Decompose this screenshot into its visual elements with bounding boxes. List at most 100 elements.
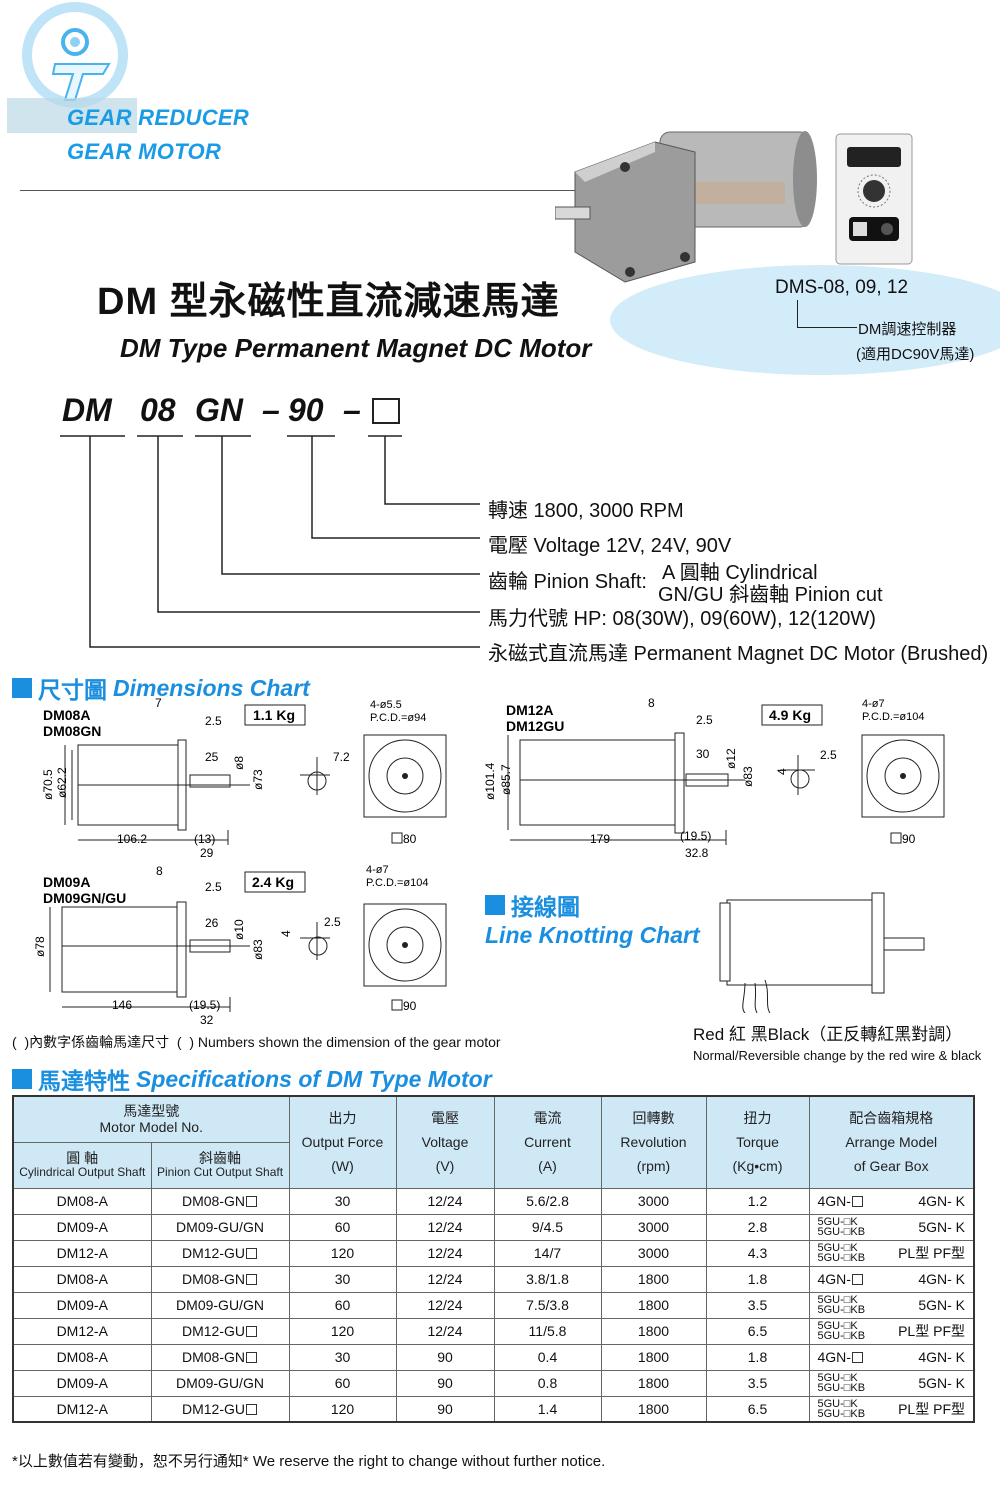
table-cell: 30 — [288, 1343, 397, 1371]
table-cell: 3.5 — [705, 1369, 810, 1397]
dm08-model-gn: DM08GN — [43, 723, 101, 739]
code-speed-box — [372, 398, 400, 424]
dm08-dim-body: ø70.5 — [41, 769, 55, 800]
table-cell: 6.5 — [705, 1317, 810, 1345]
blank-box-icon — [246, 1247, 257, 1259]
specs-heading-zh: 馬達特性 — [38, 1068, 130, 1094]
table-cell: DM09-A — [12, 1291, 152, 1319]
dm12-holes: 4-ø7 — [862, 698, 885, 710]
dm08-dimension-drawing: DM08A DM08GN 1.1 Kg 7 2.5 25 ø8 ø73 ø70.… — [41, 696, 447, 860]
dm09-pcd: P.C.D.=ø104 — [366, 877, 428, 889]
dm09-dim-key-4: 4 — [279, 930, 293, 937]
dm12-dim-shaft-dia: ø12 — [724, 748, 738, 769]
dm08-dim-inner: ø62.2 — [55, 767, 69, 798]
dm12-dim-square: 90 — [902, 832, 916, 846]
section-marker-icon — [12, 1069, 32, 1089]
table-cell: DM08-GN — [150, 1343, 290, 1371]
dm08-dim-length: 106.2 — [117, 832, 147, 846]
dm08-dim-shaft-dia: ø8 — [232, 756, 246, 770]
table-cell: 1800 — [600, 1395, 707, 1423]
table-cell: 1800 — [600, 1343, 707, 1371]
dm12-model-gu: DM12GU — [506, 718, 564, 734]
table-cell: DM09-A — [12, 1369, 152, 1397]
legend-motor-type: 永磁式直流馬達 Permanent Magnet DC Motor (Brush… — [488, 643, 989, 665]
highlight-ellipse — [610, 265, 1000, 375]
dm08-dim-flange: 7 — [155, 696, 162, 710]
table-cell: 7.5/3.8 — [493, 1291, 602, 1319]
table-cell: 3.8/1.8 — [493, 1265, 602, 1293]
dm08-dim-shaft-len: 25 — [205, 750, 219, 764]
wiring-heading-en: Line Knotting Chart — [485, 922, 700, 949]
table-cell: DM09-GU/GN — [150, 1213, 290, 1241]
dm08-dim-2-5: 2.5 — [205, 714, 222, 728]
table-cell: DM12-A — [12, 1239, 152, 1267]
table-cell: 1800 — [600, 1265, 707, 1293]
dm08-model-a: DM08A — [43, 707, 90, 723]
table-cell: 3000 — [600, 1239, 707, 1267]
table-cell: DM08-A — [12, 1265, 152, 1293]
code-tree-lines — [60, 435, 480, 648]
table-cell: 3000 — [600, 1213, 707, 1241]
dm08-holes: 4-ø5.5 — [370, 699, 402, 711]
controller-note: (適用DC90V馬達) — [856, 346, 975, 363]
dm08-weight: 1.1 Kg — [253, 707, 295, 723]
dm08-dim-key: 7.2 — [333, 750, 350, 764]
blank-box-icon — [246, 1351, 257, 1363]
table-cell: 120 — [288, 1395, 397, 1423]
wiring-colors: Red 紅 黑Black（正反轉紅黑對調） — [693, 1025, 963, 1044]
table-cell: 12/24 — [395, 1291, 495, 1319]
dm09-dim-length: 146 — [112, 998, 132, 1012]
table-cell: DM09-GU/GN — [150, 1369, 290, 1397]
table-cell: 120 — [288, 1317, 397, 1345]
dm12-weight: 4.9 Kg — [769, 707, 811, 723]
brand-line-2: GEAR MOTOR — [67, 139, 222, 164]
dm09-dim-spigot: ø83 — [251, 939, 265, 960]
table-cell: 12/24 — [395, 1187, 495, 1215]
dm12-dim-flange: 8 — [648, 696, 655, 710]
dm12-dim-length: 179 — [590, 832, 610, 846]
table-cell: 60 — [288, 1291, 397, 1319]
code-dm: DM — [62, 392, 112, 428]
table-cell: 9/4.5 — [493, 1213, 602, 1241]
dm12-dim-shaft-len: 30 — [696, 747, 710, 761]
dimensions-heading-en: Dimensions Chart — [113, 674, 310, 701]
table-cell: 30 — [288, 1265, 397, 1293]
table-cell: 12/24 — [395, 1265, 495, 1293]
header-divider — [20, 190, 620, 191]
dm09-dimension-drawing: DM09A DM09GN/GU 2.4 Kg 8 2.5 26 ø10 ø83 … — [33, 864, 447, 1027]
dimensions-heading-zh: 尺寸圖 — [38, 677, 107, 703]
wiring-heading-zh: 接線圖 — [511, 894, 580, 920]
table-cell: 3000 — [600, 1187, 707, 1215]
controller-connector — [797, 300, 857, 328]
table-cell: DM08-A — [12, 1343, 152, 1371]
dm12-model-a: DM12A — [506, 702, 553, 718]
table-cell: 90 — [395, 1369, 495, 1397]
controller-model: DMS-08, 09, 12 — [775, 277, 909, 298]
table-cell: 6.5 — [705, 1395, 810, 1423]
table-cell: 1800 — [600, 1291, 707, 1319]
wiring-note: Normal/Reversible change by the red wire… — [693, 1048, 982, 1063]
code-hp: 08 — [140, 392, 176, 428]
table-cell: 1.2 — [705, 1187, 810, 1215]
table-cell: 1.8 — [705, 1265, 810, 1293]
dm09-dim-key: 2.5 — [324, 915, 341, 929]
table-cell: DM12-GU — [150, 1317, 290, 1345]
table-cell: 30 — [288, 1187, 397, 1215]
dm12-dim-inner: ø85.7 — [499, 764, 513, 795]
